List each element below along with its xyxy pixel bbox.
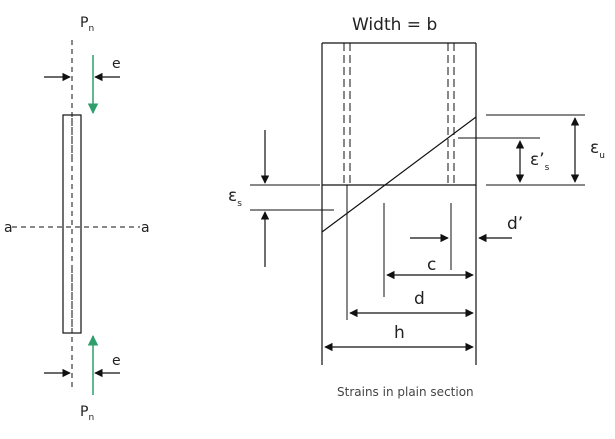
column-figure: a a Pn e e Pn [4,15,150,423]
c-label: c [427,255,436,275]
eps-s-prime-sub: s [545,163,550,173]
figure-caption: Strains in plain section [337,385,474,399]
eps-s-label: εs [228,186,242,209]
d-label: d [414,289,425,309]
load-label-bottom-sub: n [88,413,94,423]
eps-s-base: ε [228,186,237,206]
load-label-top-sub: n [88,24,94,34]
eps-s-prime-base: ε’ [530,150,545,170]
section-label-left: a [4,220,13,236]
ecc-label-bottom: e [112,353,121,369]
eps-s-prime-label: ε’s [530,150,550,173]
eps-s-sub: s [237,199,242,209]
eps-u-base: ε [590,138,599,158]
strain-line [321,116,477,233]
d-prime-label: d’ [507,214,523,234]
ecc-label-top: e [112,56,121,72]
eps-u-label: εu [590,138,605,161]
load-label-bottom-base: P [80,404,88,420]
load-label-top-base: P [80,15,88,31]
width-label: Width = b [352,15,437,35]
load-label-bottom: Pn [80,404,94,423]
h-label: h [394,323,405,343]
strain-figure: Width = b εu ε’s εs [228,15,605,399]
eps-u-sub: u [599,151,605,161]
section-label-right: a [141,220,150,236]
column-body [62,114,82,334]
load-label-top: Pn [80,15,94,34]
